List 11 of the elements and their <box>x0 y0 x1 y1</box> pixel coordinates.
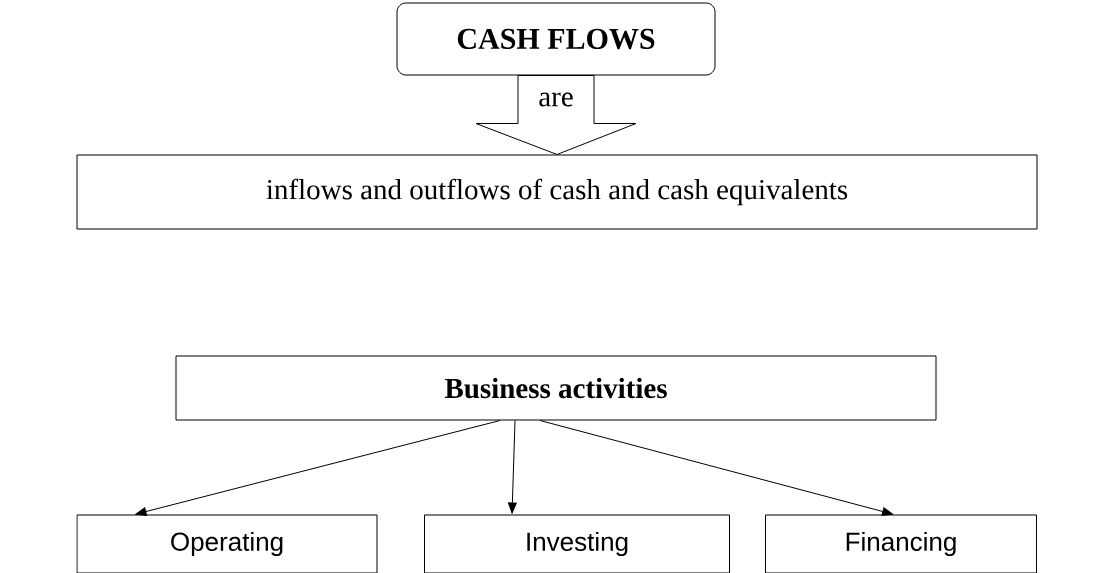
arrow <box>539 420 894 516</box>
box: inflows and outflows of cash and cash equivalents <box>76 154 1038 230</box>
box: Investing <box>424 514 730 573</box>
box: Financing <box>765 514 1037 573</box>
arrow <box>507 420 517 514</box>
arrow <box>135 420 501 516</box>
edge-label: are <box>539 92 573 107</box>
block-arrow <box>475 75 637 155</box>
box: Operating <box>76 514 378 573</box>
rounded-box: CASH FLOWS <box>396 2 716 76</box>
box: Business activities <box>175 355 937 421</box>
